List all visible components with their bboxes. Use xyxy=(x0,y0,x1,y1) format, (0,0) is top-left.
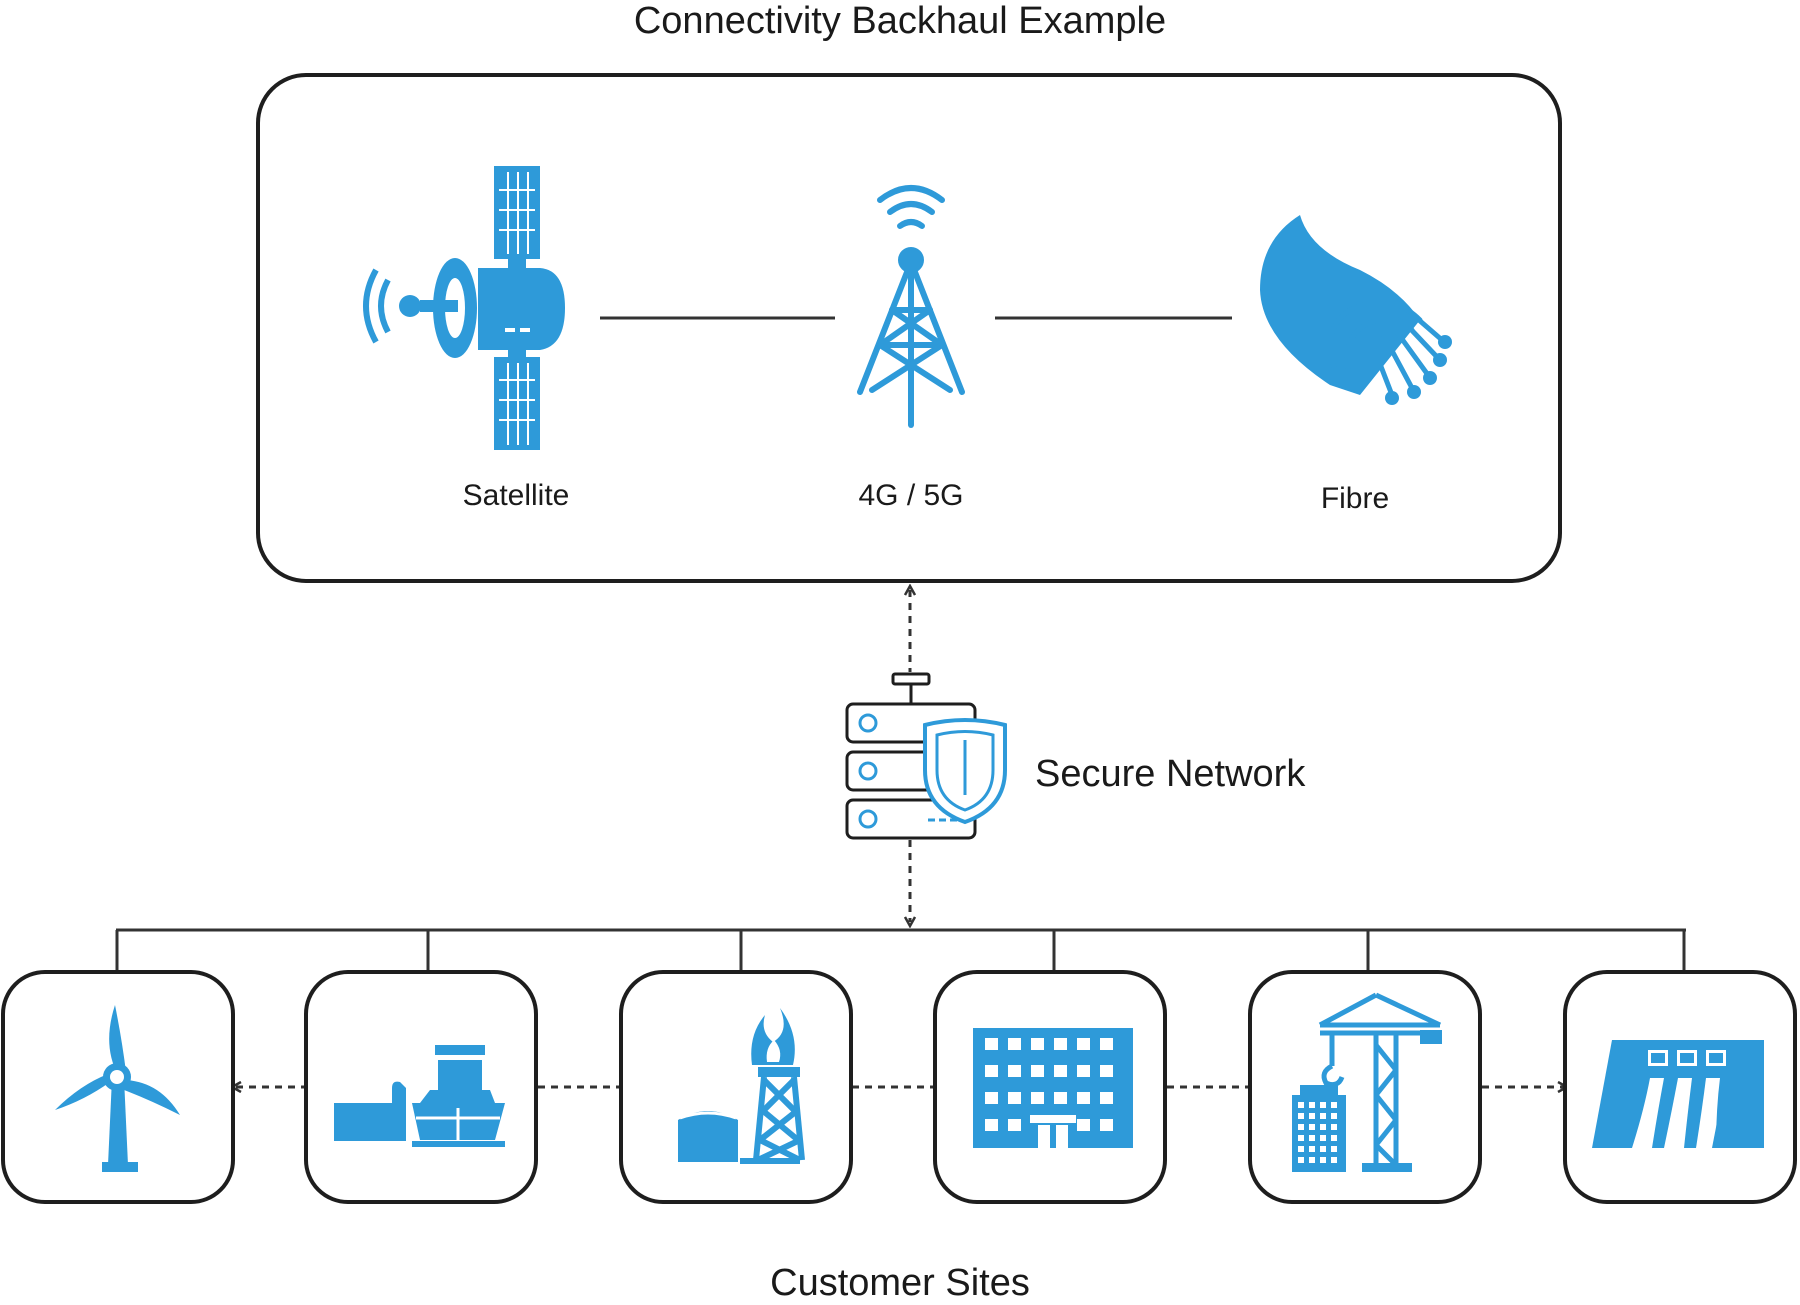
secure-network-label: Secure Network xyxy=(1035,753,1306,795)
site-box-3 xyxy=(619,970,853,1204)
building-window xyxy=(1320,1124,1326,1130)
building-window xyxy=(1077,1065,1090,1077)
construction-crane-icon xyxy=(1292,992,1442,1172)
building-window xyxy=(1309,1157,1315,1163)
cellular-label: 4G / 5G xyxy=(858,479,964,512)
building-window xyxy=(1008,1092,1021,1104)
building-window xyxy=(1309,1124,1315,1130)
building-window xyxy=(985,1092,998,1104)
building-window xyxy=(1077,1092,1090,1104)
building-window xyxy=(1100,1119,1113,1131)
building-window xyxy=(1100,1038,1113,1050)
office-building-icon xyxy=(973,1028,1133,1148)
building-window xyxy=(1331,1113,1337,1119)
hydro-dam-icon xyxy=(1592,1040,1764,1148)
building-window xyxy=(985,1038,998,1050)
backhaul-box xyxy=(256,73,1562,583)
site-box-2 xyxy=(304,970,538,1204)
building-window xyxy=(1309,1146,1315,1152)
building-window xyxy=(1298,1146,1304,1152)
building-window xyxy=(1298,1102,1304,1108)
oil-gas-rig-icon xyxy=(678,1008,805,1164)
building-window xyxy=(1320,1102,1326,1108)
building-window xyxy=(1331,1157,1337,1163)
building-window xyxy=(985,1119,998,1131)
building-window xyxy=(1298,1157,1304,1163)
building-window xyxy=(1320,1135,1326,1141)
wind-turbine-icon xyxy=(55,1005,180,1172)
ship-port-icon xyxy=(334,1045,505,1147)
fibre-optic-icon xyxy=(1260,215,1452,405)
customer-sites-label: Customer Sites xyxy=(770,1262,1030,1304)
building-window xyxy=(1031,1065,1044,1077)
building-window xyxy=(1298,1135,1304,1141)
building-window xyxy=(1008,1038,1021,1050)
building-window xyxy=(1298,1113,1304,1119)
cell-tower-icon xyxy=(857,185,965,428)
building-window xyxy=(985,1065,998,1077)
secure-server-icon xyxy=(845,672,1007,840)
building-window xyxy=(1054,1065,1067,1077)
building-window xyxy=(1054,1038,1067,1050)
diagram-title: Connectivity Backhaul Example xyxy=(633,0,1167,42)
building-window xyxy=(1054,1092,1067,1104)
building-window xyxy=(1077,1038,1090,1050)
building-window xyxy=(1309,1135,1315,1141)
satellite-icon xyxy=(363,166,565,450)
building-window xyxy=(1031,1038,1044,1050)
building-window xyxy=(1100,1065,1113,1077)
building-window xyxy=(1077,1119,1090,1131)
building-window xyxy=(1331,1102,1337,1108)
building-window xyxy=(1331,1146,1337,1152)
building-window xyxy=(1320,1157,1326,1163)
building-window xyxy=(1100,1092,1113,1104)
building-window xyxy=(1320,1146,1326,1152)
building-window xyxy=(1008,1065,1021,1077)
building-window xyxy=(1331,1124,1337,1130)
building-window xyxy=(1031,1092,1044,1104)
building-window xyxy=(1309,1102,1315,1108)
building-window xyxy=(1309,1113,1315,1119)
satellite-label: Satellite xyxy=(462,479,570,512)
building-window xyxy=(1008,1119,1021,1131)
building-window xyxy=(1320,1113,1326,1119)
building-window xyxy=(1298,1124,1304,1130)
fibre-label: Fibre xyxy=(1320,482,1390,515)
building-window xyxy=(1331,1135,1337,1141)
